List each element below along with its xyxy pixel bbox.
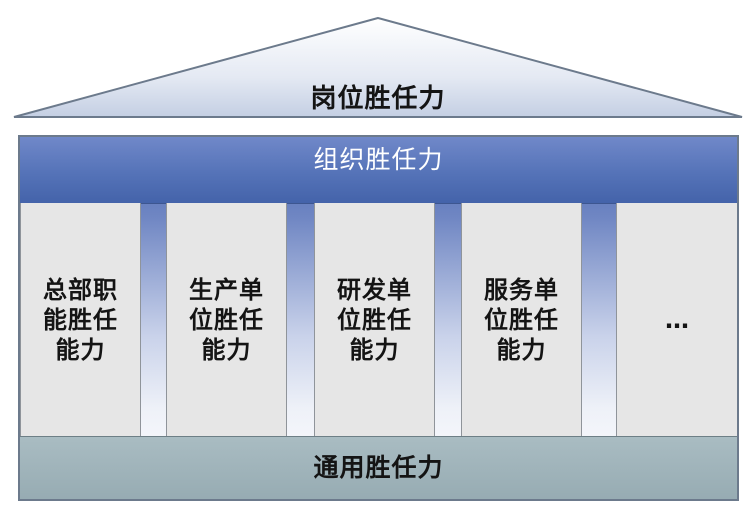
roof-label: 岗位胜任力	[310, 84, 446, 114]
building-body: 组织胜任力 总部职 能胜任 能力 生产单 位胜任 能力 研发单 位胜任 能力 服…	[18, 135, 739, 501]
pillar-label: 总部职 能胜任 能力	[43, 275, 118, 364]
pillar-label: 研发单 位胜任 能力	[337, 275, 412, 364]
pillar-headquarters: 总部职 能胜任 能力	[20, 203, 141, 436]
base-label: 通用胜任力	[20, 436, 737, 499]
roof-triangle	[13, 16, 743, 118]
pillar-label: 服务单 位胜任 能力	[484, 275, 559, 364]
pillar-production: 生产单 位胜任 能力	[166, 203, 287, 436]
pillar-label: 生产单 位胜任 能力	[189, 275, 264, 364]
pillar-rnd: 研发单 位胜任 能力	[314, 203, 435, 436]
pillar-service: 服务单 位胜任 能力	[461, 203, 582, 436]
pillar-more: …	[616, 203, 737, 436]
beam-label: 组织胜任力	[20, 137, 737, 204]
pillar-label: …	[665, 305, 690, 334]
